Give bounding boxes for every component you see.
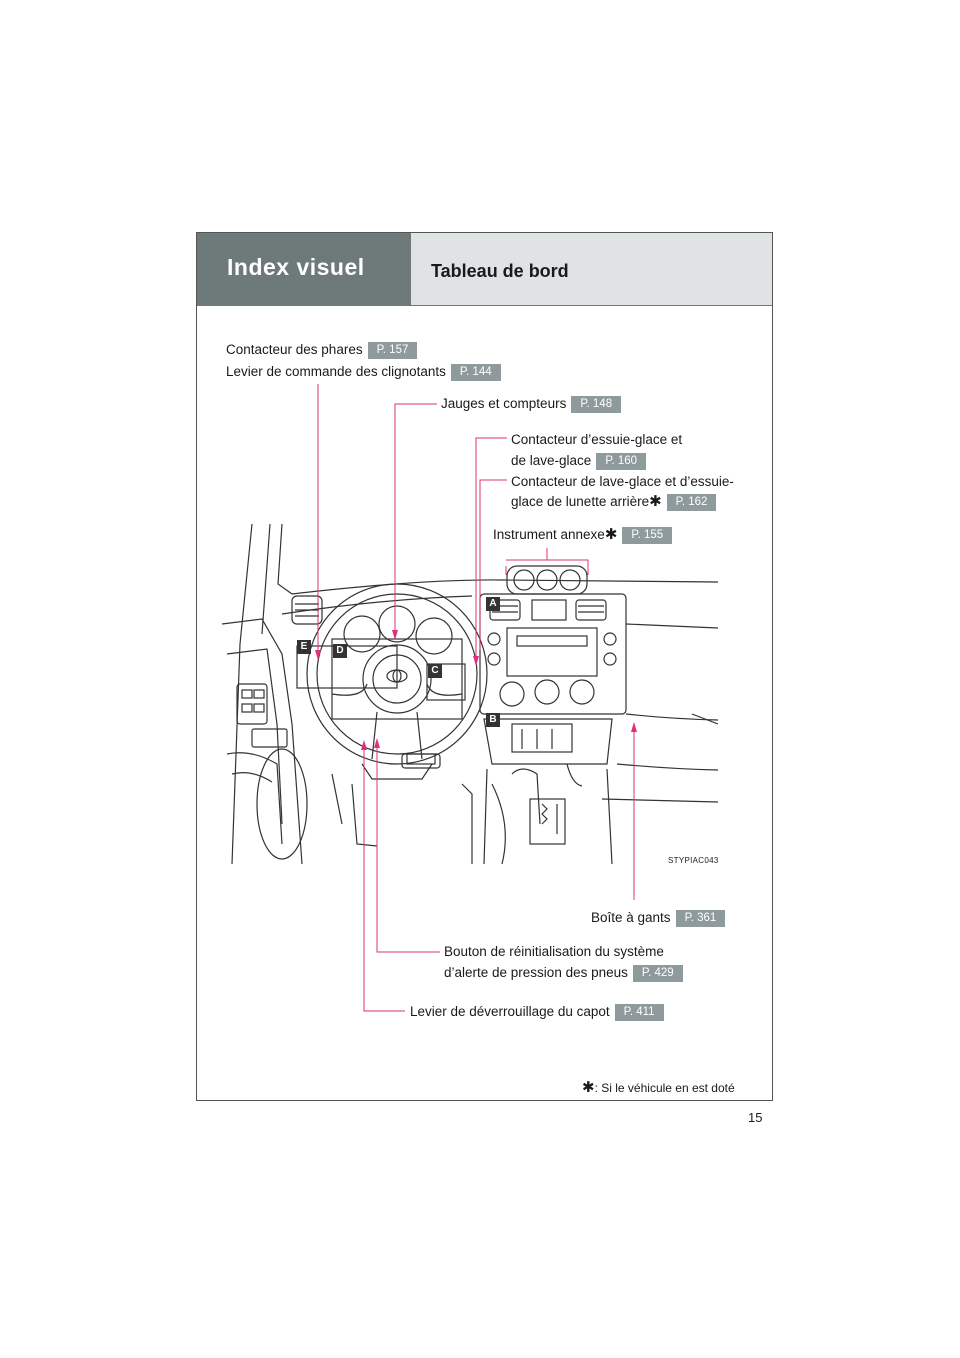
page-number: 15 xyxy=(748,1110,763,1125)
callout-aux-meter: Instrument annexe✱P. 155 xyxy=(493,526,673,544)
optional-star-icon: ✱ xyxy=(582,1079,595,1096)
callout-gauges: Jauges et compteurs P. 148 xyxy=(441,395,622,413)
optional-star-icon: ✱ xyxy=(649,493,662,510)
footnote-text: : Si le véhicule en est doté xyxy=(594,1081,735,1095)
page-ref-badge[interactable]: P. 429 xyxy=(632,965,683,982)
callout-text: Levier de commande des clignotants xyxy=(226,364,446,379)
callout-text: de lave-glace xyxy=(511,453,592,468)
section-tab: Index visuel xyxy=(197,233,411,306)
callout-text: Instrument annexe xyxy=(493,527,605,542)
illustration-code: STYPIAC043 xyxy=(668,856,719,865)
callout-text: Levier de déverrouillage du capot xyxy=(410,1004,610,1019)
callout-rear-washer-line1: Contacteur de lave-glace et d’essuie- xyxy=(511,474,734,489)
marker-c[interactable]: C xyxy=(428,664,442,678)
marker-a[interactable]: A xyxy=(486,597,500,611)
footnote: ✱: Si le véhicule en est doté xyxy=(582,1078,735,1096)
leader-gauges xyxy=(394,403,437,632)
marker-b[interactable]: B xyxy=(486,713,500,727)
callout-wiper: de lave-glace P. 160 xyxy=(511,452,647,470)
marker-d[interactable]: D xyxy=(333,644,347,658)
callout-text: Contacteur des phares xyxy=(226,342,363,357)
callout-glove-box: Boîte à gants P. 361 xyxy=(591,909,726,927)
callout-turn-signal: Levier de commande des clignotants P. 144 xyxy=(226,363,501,381)
page-ref-badge[interactable]: P. 162 xyxy=(666,494,717,511)
page-frame xyxy=(196,232,773,1101)
dashboard-illustration xyxy=(222,524,718,865)
callout-text: d’alerte de pression des pneus xyxy=(444,965,628,980)
leader-tpms xyxy=(376,746,440,953)
marker-e[interactable]: E xyxy=(297,640,311,654)
page-ref-badge[interactable]: P. 144 xyxy=(450,364,501,381)
page-ref-badge[interactable]: P. 157 xyxy=(367,342,418,359)
page-title: Tableau de bord xyxy=(411,233,772,306)
callout-text: Jauges et compteurs xyxy=(441,396,567,411)
callout-headlight: Contacteur des phares P. 157 xyxy=(226,341,418,359)
page-ref-badge[interactable]: P. 411 xyxy=(614,1004,664,1021)
optional-star-icon: ✱ xyxy=(604,526,618,543)
page-ref-badge[interactable]: P. 155 xyxy=(622,527,673,544)
page-ref-badge[interactable]: P. 361 xyxy=(675,910,726,927)
callout-rear-washer: glace de lunette arrière✱P. 162 xyxy=(511,493,717,511)
page-ref-badge[interactable]: P. 148 xyxy=(571,396,622,413)
callout-text: glace de lunette arrière xyxy=(511,494,650,509)
leader-hood xyxy=(363,748,405,1012)
callout-tpms: d’alerte de pression des pneus P. 429 xyxy=(444,964,683,982)
leader-wiper xyxy=(475,437,507,658)
page-ref-badge[interactable]: P. 160 xyxy=(596,453,647,470)
callout-text: Boîte à gants xyxy=(591,910,671,925)
callout-hood-release: Levier de déverrouillage du capot P. 411 xyxy=(410,1003,664,1021)
leader-aux-meter xyxy=(505,548,589,575)
leader-rear-washer xyxy=(479,479,507,650)
callout-tpms-line1: Bouton de réinitialisation du système xyxy=(444,944,664,959)
callout-wiper-line1: Contacteur d’essuie-glace et xyxy=(511,432,683,447)
